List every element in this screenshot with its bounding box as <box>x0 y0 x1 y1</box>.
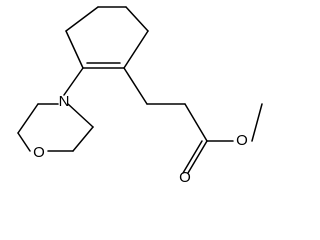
ester-carbonyl-bond-outer <box>187 140 208 174</box>
chain-bond-1 <box>123 67 148 105</box>
morpholine-bond-upper-left-lower <box>17 103 39 134</box>
ester-alkoxy-oxygen-label: O <box>236 132 248 149</box>
morpholine-nitrogen-label: N <box>59 93 70 110</box>
morpholine-oxygen-label: O <box>33 144 45 161</box>
chemical-structure-drawing: N O O O <box>17 6 263 185</box>
ester-carbonyl-bond-inner <box>182 140 203 174</box>
chain-bond-3 <box>184 103 208 142</box>
methyl-bond <box>251 103 263 142</box>
structure-diagram-canvas: N O O O <box>17 6 263 185</box>
cyclohexene-bond-left-lower <box>65 30 84 69</box>
cyclohexene-bond-top-right <box>125 6 149 32</box>
ring-to-nitrogen-bond <box>63 67 84 96</box>
cyclohexene-bond-right <box>123 30 149 69</box>
morpholine-bond-right-to-nitrogen <box>67 103 94 128</box>
cyclohexene-bond-left-upper <box>65 6 99 32</box>
ester-carbonyl-oxygen-label: O <box>179 169 191 185</box>
morpholine-bond-left-to-oxygen <box>17 132 31 152</box>
morpholine-bond-right-lower <box>72 126 94 152</box>
